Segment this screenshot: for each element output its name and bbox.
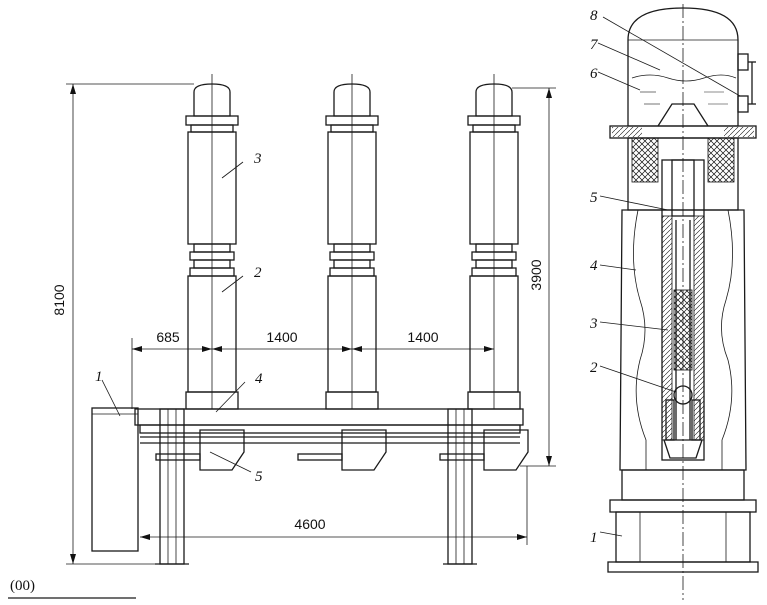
dimension-total-height: 8100 <box>51 284 67 315</box>
dimension-spacing-2: 1400 <box>407 329 438 345</box>
callout-left-4: 4 <box>255 371 263 387</box>
callout-left-2: 2 <box>254 265 262 281</box>
control-cabinet <box>91 407 139 552</box>
callout-right-6: 6 <box>590 66 598 82</box>
callout-left-1: 1 <box>95 369 103 385</box>
dimension-spacing-1: 1400 <box>266 329 297 345</box>
support-legs <box>155 408 477 565</box>
operating-mechanisms <box>155 429 529 471</box>
pole-column-1 <box>185 74 239 410</box>
pole-column-3 <box>467 74 521 410</box>
figure-caption: (00) <box>10 578 35 594</box>
callout-right-2: 2 <box>590 360 598 376</box>
left-view: 8100 3900 685 1400 1400 4600 1 2 3 4 5 <box>51 74 556 565</box>
callout-right-8: 8 <box>590 8 598 24</box>
callout-left-5: 5 <box>255 469 263 485</box>
dimension-offset: 685 <box>156 329 180 345</box>
callout-left-3: 3 <box>253 151 262 167</box>
pole-column-2 <box>325 74 379 410</box>
callout-right-5: 5 <box>590 190 598 206</box>
dimension-column-height: 3900 <box>528 259 544 290</box>
right-view-section: 1 2 3 4 5 6 7 8 <box>589 4 759 600</box>
callout-right-4: 4 <box>590 258 598 274</box>
base-frame <box>134 408 524 426</box>
callout-right-1: 1 <box>590 530 598 546</box>
dimension-base-width: 4600 <box>294 516 325 532</box>
dimension-lines <box>66 83 556 565</box>
callout-right-7: 7 <box>590 37 599 53</box>
callout-right-3: 3 <box>589 316 598 332</box>
